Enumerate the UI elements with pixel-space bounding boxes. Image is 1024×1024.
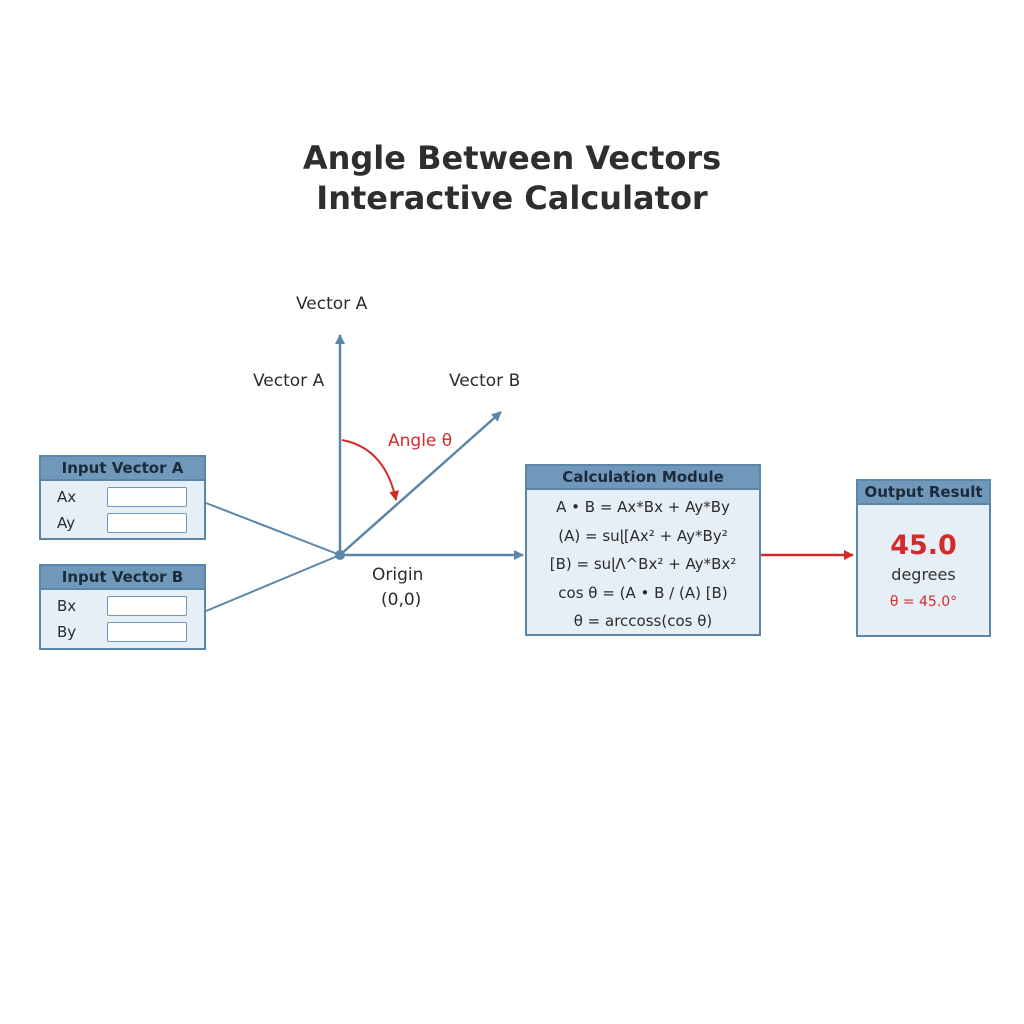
origin-coords-label: (0,0) bbox=[381, 590, 422, 610]
ay-label: Ay bbox=[57, 514, 76, 532]
ay-row: Ay bbox=[41, 510, 204, 536]
by-label: By bbox=[57, 623, 77, 641]
formula-cos-theta: cos θ = (A • B / (A) [B) bbox=[558, 583, 728, 602]
origin-label: Origin bbox=[372, 565, 424, 585]
angle-arc bbox=[341, 439, 400, 501]
vector-a-side-label: Vector A bbox=[253, 371, 325, 391]
output-unit: degrees bbox=[891, 565, 956, 584]
formula-dot-product: A • B = Ax*Bx + Ay*By bbox=[556, 498, 730, 516]
origin-point bbox=[335, 550, 345, 560]
by-input[interactable] bbox=[107, 622, 187, 642]
ax-input[interactable] bbox=[107, 487, 187, 507]
input-vector-b-header: Input Vector B bbox=[41, 566, 204, 590]
title-line-1: Angle Between Vectors bbox=[302, 139, 722, 177]
bx-row: Bx bbox=[41, 593, 204, 619]
vector-b-arrow bbox=[339, 411, 502, 556]
ay-input[interactable] bbox=[107, 513, 187, 533]
formula-magnitude-b: [B) = suɭɅ^Bx² + Ay*Bx² bbox=[549, 555, 737, 573]
connector-input-a bbox=[205, 502, 341, 556]
formula-theta: θ = arccoss(cos θ) bbox=[573, 612, 713, 630]
bx-label: Bx bbox=[57, 597, 77, 615]
angle-label: Angle θ bbox=[388, 431, 453, 451]
input-vector-a-panel: Input Vector A Ax Ay bbox=[39, 455, 206, 540]
input-vector-b-panel: Input Vector B Bx By bbox=[39, 564, 206, 650]
output-theta: θ = 45.0° bbox=[889, 594, 958, 610]
title-line-2: Interactive Calculator bbox=[316, 179, 708, 217]
by-row: By bbox=[41, 619, 204, 645]
ax-label: Ax bbox=[57, 488, 77, 506]
connector-input-b bbox=[205, 554, 341, 612]
page-title: Angle Between Vectors Interactive Calcul… bbox=[0, 138, 1024, 218]
output-result-header: Output Result bbox=[858, 481, 989, 505]
calculation-formulas: A • B = Ax*Bx + Ay*By (A) = suɭ[Ax² + Ay… bbox=[527, 490, 759, 636]
vector-b-label: Vector B bbox=[449, 371, 521, 391]
ax-row: Ax bbox=[41, 484, 204, 510]
formula-magnitude-a: (A) = suɭ[Ax² + Ay*By² bbox=[558, 526, 728, 545]
bx-input[interactable] bbox=[107, 596, 187, 616]
calculation-module-panel: Calculation Module A • B = Ax*Bx + Ay*By… bbox=[525, 464, 761, 636]
vector-a-top-label: Vector A bbox=[296, 294, 368, 314]
input-vector-a-header: Input Vector A bbox=[41, 457, 204, 481]
output-result-panel: Output Result 45.0 degrees θ = 45.0° bbox=[856, 479, 991, 637]
output-result-body: 45.0 degrees θ = 45.0° bbox=[858, 530, 989, 611]
output-value: 45.0 bbox=[890, 530, 957, 561]
calculation-module-header: Calculation Module bbox=[527, 466, 759, 490]
